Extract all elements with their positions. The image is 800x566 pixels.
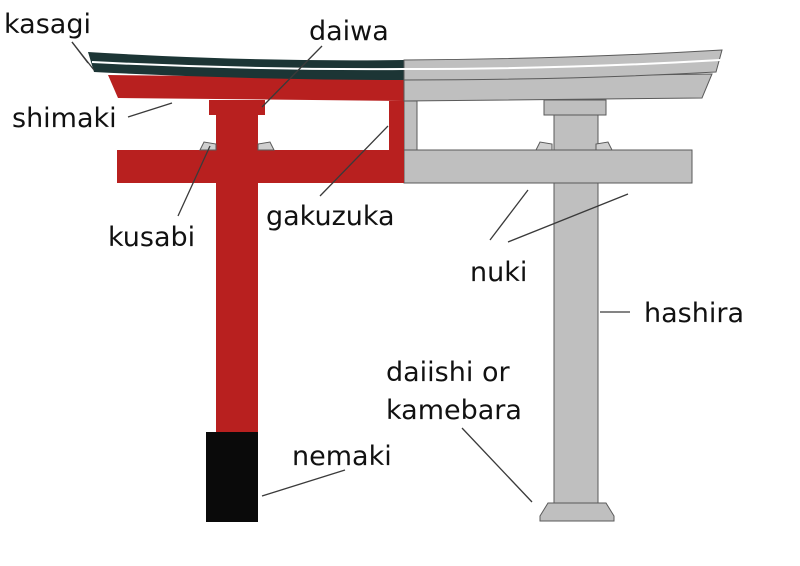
nuki-leader-2 — [507, 193, 629, 243]
daiishi-label-line2: kamebara — [386, 395, 522, 426]
torii-right-half — [403, 99, 693, 522]
labels: kasagi daiwa shimaki kusabi gakuzuka nuk… — [4, 9, 744, 472]
nuki-right-half — [403, 149, 693, 184]
kasagi-leader-2 — [71, 41, 95, 71]
nemaki-base — [206, 432, 258, 522]
kusabi-leader — [177, 145, 211, 217]
leader-lines — [71, 41, 630, 503]
right-kusabi-left — [535, 141, 553, 151]
daiwa-leader — [261, 45, 323, 108]
hashira-label: hashira — [644, 298, 744, 329]
shimaki-left-half — [108, 75, 404, 101]
left-kusabi-left — [199, 141, 217, 151]
nemaki-leader — [261, 469, 346, 497]
nuki-leader-1 — [489, 189, 529, 241]
nuki-label: nuki — [470, 257, 527, 288]
right-kusabi-right — [595, 141, 613, 151]
gakuzuka-label: gakuzuka — [266, 201, 395, 232]
daiishi-leader — [461, 427, 533, 503]
kusabi-label: kusabi — [108, 222, 195, 253]
nuki-left-segment-inner — [253, 150, 404, 183]
gakuzuka-right-half — [403, 100, 418, 151]
daiwa-label: daiwa — [309, 16, 389, 47]
kasagi-left-half — [88, 52, 404, 80]
right-daiwa — [543, 99, 607, 116]
left-hashira — [216, 114, 258, 434]
daiishi-label-line1: daiishi or — [386, 357, 510, 388]
shimaki-leader — [127, 102, 173, 118]
kasagi-label: kasagi — [4, 9, 91, 40]
left-kusabi-right — [257, 141, 275, 151]
torii-left-half — [117, 100, 404, 522]
kasagi-right-half — [403, 49, 723, 81]
left-daiwa — [209, 100, 265, 115]
gakuzuka-leader — [319, 125, 389, 197]
nemaki-label: nemaki — [292, 441, 392, 472]
daiishi-base — [539, 502, 615, 522]
kasagi-highlight — [91, 59, 721, 71]
shimaki-label: shimaki — [12, 103, 117, 134]
gakuzuka-left-half — [389, 101, 404, 150]
nuki-left-segment-outer — [117, 150, 221, 183]
